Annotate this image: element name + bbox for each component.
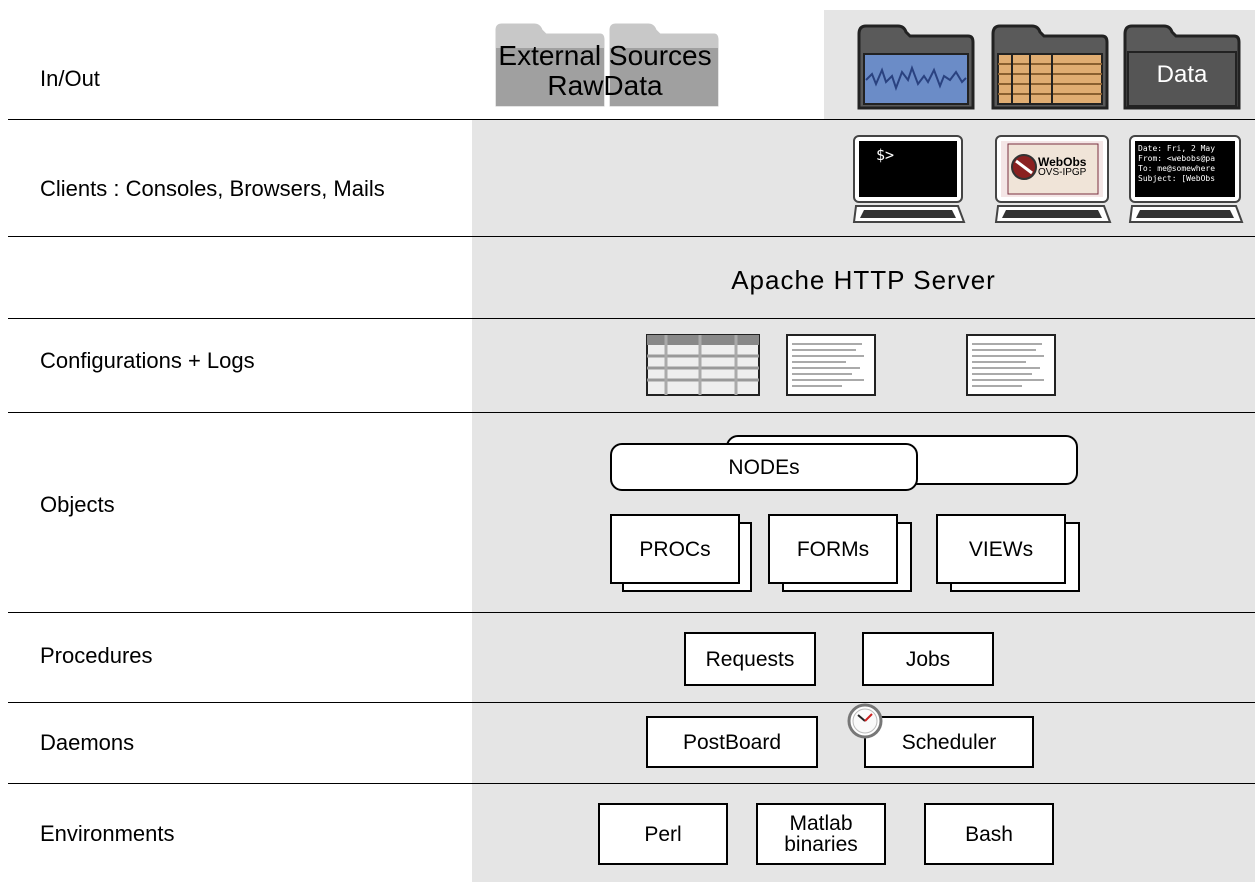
row-label-configs: Configurations + Logs — [40, 348, 255, 373]
bash-label: Bash — [965, 822, 1013, 846]
row-label-environments: Environments — [40, 821, 175, 846]
apache-server-label: Apache HTTP Server — [731, 265, 996, 295]
perl-box: Perl — [598, 803, 728, 865]
scheduler-box: Scheduler — [864, 716, 1034, 768]
views-box: VIEWs — [936, 514, 1066, 584]
clock-icon — [847, 703, 883, 739]
main-panel — [472, 119, 1255, 882]
divider-6 — [8, 702, 1255, 703]
forms-box: FORMs — [768, 514, 898, 584]
browser-subtitle: OVS-IPGP — [1038, 167, 1087, 178]
requests-box: Requests — [684, 632, 816, 686]
matlab-box: Matlab binaries — [756, 803, 886, 865]
external-sources-label: External Sources — [498, 40, 712, 71]
mail-line-3: To: me@somewhere — [1138, 164, 1216, 173]
nodes-label: NODEs — [728, 455, 800, 479]
perl-label: Perl — [644, 822, 682, 846]
procs-box: PROCs — [610, 514, 740, 584]
log-document-icon-2 — [966, 334, 1056, 396]
log-document-icon — [786, 334, 876, 396]
nodes-box: NODEs — [610, 443, 918, 491]
jobs-box: Jobs — [862, 632, 994, 686]
divider-1 — [8, 119, 1255, 120]
forms-label: FORMs — [796, 537, 870, 561]
divider-3 — [8, 318, 1255, 319]
data-folder-label: Data — [1156, 61, 1208, 88]
rawdata-label: RawData — [547, 70, 663, 101]
divider-7 — [8, 783, 1255, 784]
mail-line-1: Date: Fri, 2 May — [1138, 144, 1216, 153]
row-label-inout: In/Out — [40, 66, 100, 91]
data-folder-icon — [1123, 24, 1241, 110]
postboard-label: PostBoard — [682, 730, 782, 754]
scheduler-label: Scheduler — [901, 730, 997, 754]
matlab-label-line1: Matlab — [789, 812, 853, 835]
browser-laptop-icon: WebObs OVS-IPGP — [994, 134, 1112, 224]
config-table-icon — [646, 334, 760, 396]
mail-laptop-icon: Date: Fri, 2 May From: <webobs@pa To: me… — [1128, 134, 1244, 224]
row-label-objects: Objects — [40, 492, 115, 517]
row-label-procedures: Procedures — [40, 643, 153, 668]
rawdata-folder-icon-2 — [609, 23, 719, 107]
console-prompt: $> — [876, 146, 895, 164]
browser-title: WebObs — [1038, 155, 1087, 169]
postboard-box: PostBoard — [646, 716, 818, 768]
mail-line-4: Subject: [WebObs — [1138, 174, 1216, 183]
rawdata-folder-icon — [495, 23, 605, 107]
matlab-label-line2: binaries — [784, 833, 858, 856]
views-label: VIEWs — [968, 537, 1034, 561]
bash-box: Bash — [924, 803, 1054, 865]
divider-4 — [8, 412, 1255, 413]
console-laptop-icon: $> — [852, 134, 966, 224]
requests-label: Requests — [705, 647, 795, 671]
table-folder-icon — [991, 24, 1109, 110]
row-label-clients: Clients : Consoles, Browsers, Mails — [40, 176, 385, 201]
procs-label: PROCs — [639, 537, 711, 561]
divider-5 — [8, 612, 1255, 613]
jobs-label: Jobs — [905, 647, 951, 671]
divider-2 — [8, 236, 1255, 237]
waveform-folder-icon — [857, 24, 975, 110]
row-label-daemons: Daemons — [40, 730, 135, 755]
mail-line-2: From: <webobs@pa — [1138, 154, 1216, 163]
